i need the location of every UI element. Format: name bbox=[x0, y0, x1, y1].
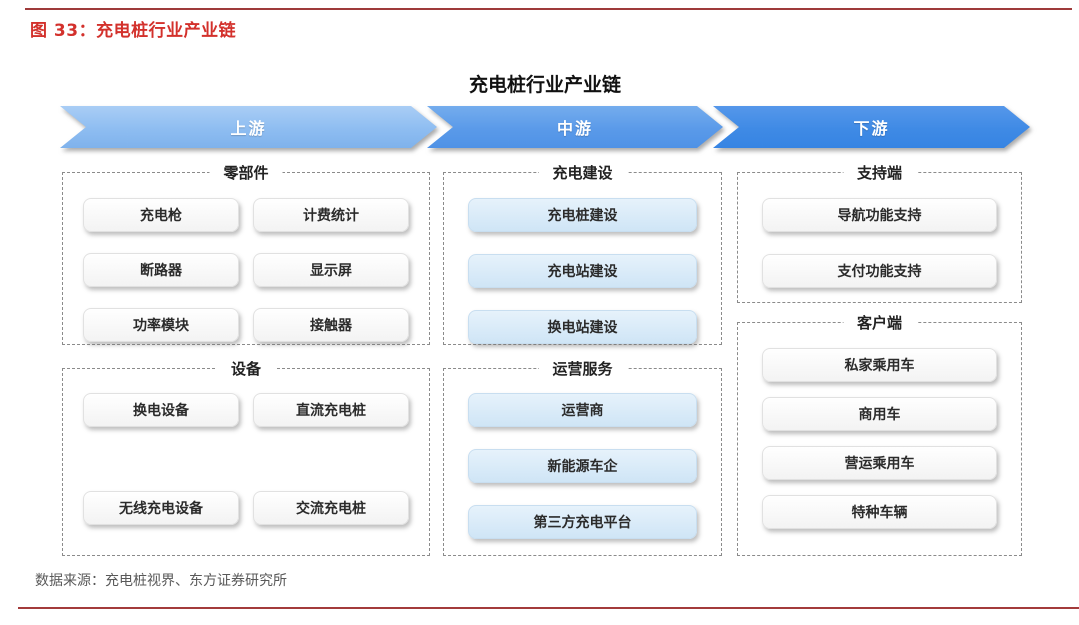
group-title-operation-services: 运营服务 bbox=[538, 358, 627, 379]
item-card: 支付功能支持 bbox=[762, 254, 997, 288]
item-card: 功率模块 bbox=[83, 308, 239, 342]
diagram-title: 充电桩行业产业链 bbox=[468, 74, 621, 96]
stage-arrow-midstream: 中游 bbox=[427, 106, 723, 148]
group-items: 运营商 新能源车企 第三方充电平台 bbox=[444, 369, 721, 539]
item-card: 私家乘用车 bbox=[762, 348, 997, 382]
item-card: 显示屏 bbox=[253, 253, 409, 287]
group-title-support-side: 支持端 bbox=[842, 162, 917, 183]
item-card: 第三方充电平台 bbox=[468, 505, 697, 539]
group-items: 换电设备 直流充电桩 无线充电设备 交流充电桩 bbox=[63, 369, 429, 525]
group-operation-services: 运营服务 运营商 新能源车企 第三方充电平台 bbox=[443, 358, 722, 556]
stage-arrow-upstream: 上游 bbox=[60, 106, 437, 148]
item-card: 直流充电桩 bbox=[253, 393, 409, 427]
group-items: 私家乘用车 商用车 营运乘用车 特种车辆 bbox=[738, 323, 1021, 529]
item-card: 断路器 bbox=[83, 253, 239, 287]
group-title-client-side: 客户端 bbox=[842, 312, 917, 333]
data-source-note: 数据来源：充电桩视界、东方证券研究所 bbox=[35, 573, 287, 589]
group-title-charging-construction: 充电建设 bbox=[538, 162, 627, 183]
group-items: 充电桩建设 充电站建设 换电站建设 bbox=[444, 173, 721, 344]
group-title-components: 零部件 bbox=[209, 162, 283, 183]
chevron-arrow-shape: 上游 bbox=[60, 106, 437, 148]
item-card: 运营商 bbox=[468, 393, 697, 427]
chevron-arrow-shape: 中游 bbox=[427, 106, 723, 148]
bottom-divider bbox=[18, 607, 1079, 609]
item-card: 交流充电桩 bbox=[253, 491, 409, 525]
group-support-side: 支持端 导航功能支持 支付功能支持 bbox=[737, 162, 1022, 303]
item-card: 充电站建设 bbox=[468, 254, 697, 288]
item-card: 接触器 bbox=[253, 308, 409, 342]
item-card: 导航功能支持 bbox=[762, 198, 997, 232]
item-card: 无线充电设备 bbox=[83, 491, 239, 525]
item-card: 特种车辆 bbox=[762, 495, 997, 529]
top-divider bbox=[25, 8, 1072, 10]
chevron-arrow-shape: 下游 bbox=[713, 106, 1030, 148]
stage-label-upstream: 上游 bbox=[230, 119, 267, 138]
stage-label-downstream: 下游 bbox=[853, 119, 890, 138]
stage-label-midstream: 中游 bbox=[556, 119, 593, 138]
group-items: 充电枪 计费统计 断路器 显示屏 功率模块 接触器 bbox=[63, 173, 429, 342]
group-charging-construction: 充电建设 充电桩建设 充电站建设 换电站建设 bbox=[443, 162, 722, 345]
item-card: 充电桩建设 bbox=[468, 198, 697, 232]
item-card: 换电设备 bbox=[83, 393, 239, 427]
item-card: 营运乘用车 bbox=[762, 446, 997, 480]
item-card: 商用车 bbox=[762, 397, 997, 431]
figure-caption: 图 33：充电桩行业产业链 bbox=[30, 21, 237, 41]
group-equipment: 设备 换电设备 直流充电桩 无线充电设备 交流充电桩 bbox=[62, 358, 430, 556]
item-card: 换电站建设 bbox=[468, 310, 697, 344]
item-card: 计费统计 bbox=[253, 198, 409, 232]
group-client-side: 客户端 私家乘用车 商用车 营运乘用车 特种车辆 bbox=[737, 312, 1022, 556]
item-card: 充电枪 bbox=[83, 198, 239, 232]
group-title-equipment: 设备 bbox=[216, 358, 276, 379]
item-card: 新能源车企 bbox=[468, 449, 697, 483]
stage-arrow-downstream: 下游 bbox=[713, 106, 1030, 148]
group-components: 零部件 充电枪 计费统计 断路器 显示屏 功率模块 接触器 bbox=[62, 162, 430, 345]
group-items: 导航功能支持 支付功能支持 bbox=[738, 173, 1021, 288]
